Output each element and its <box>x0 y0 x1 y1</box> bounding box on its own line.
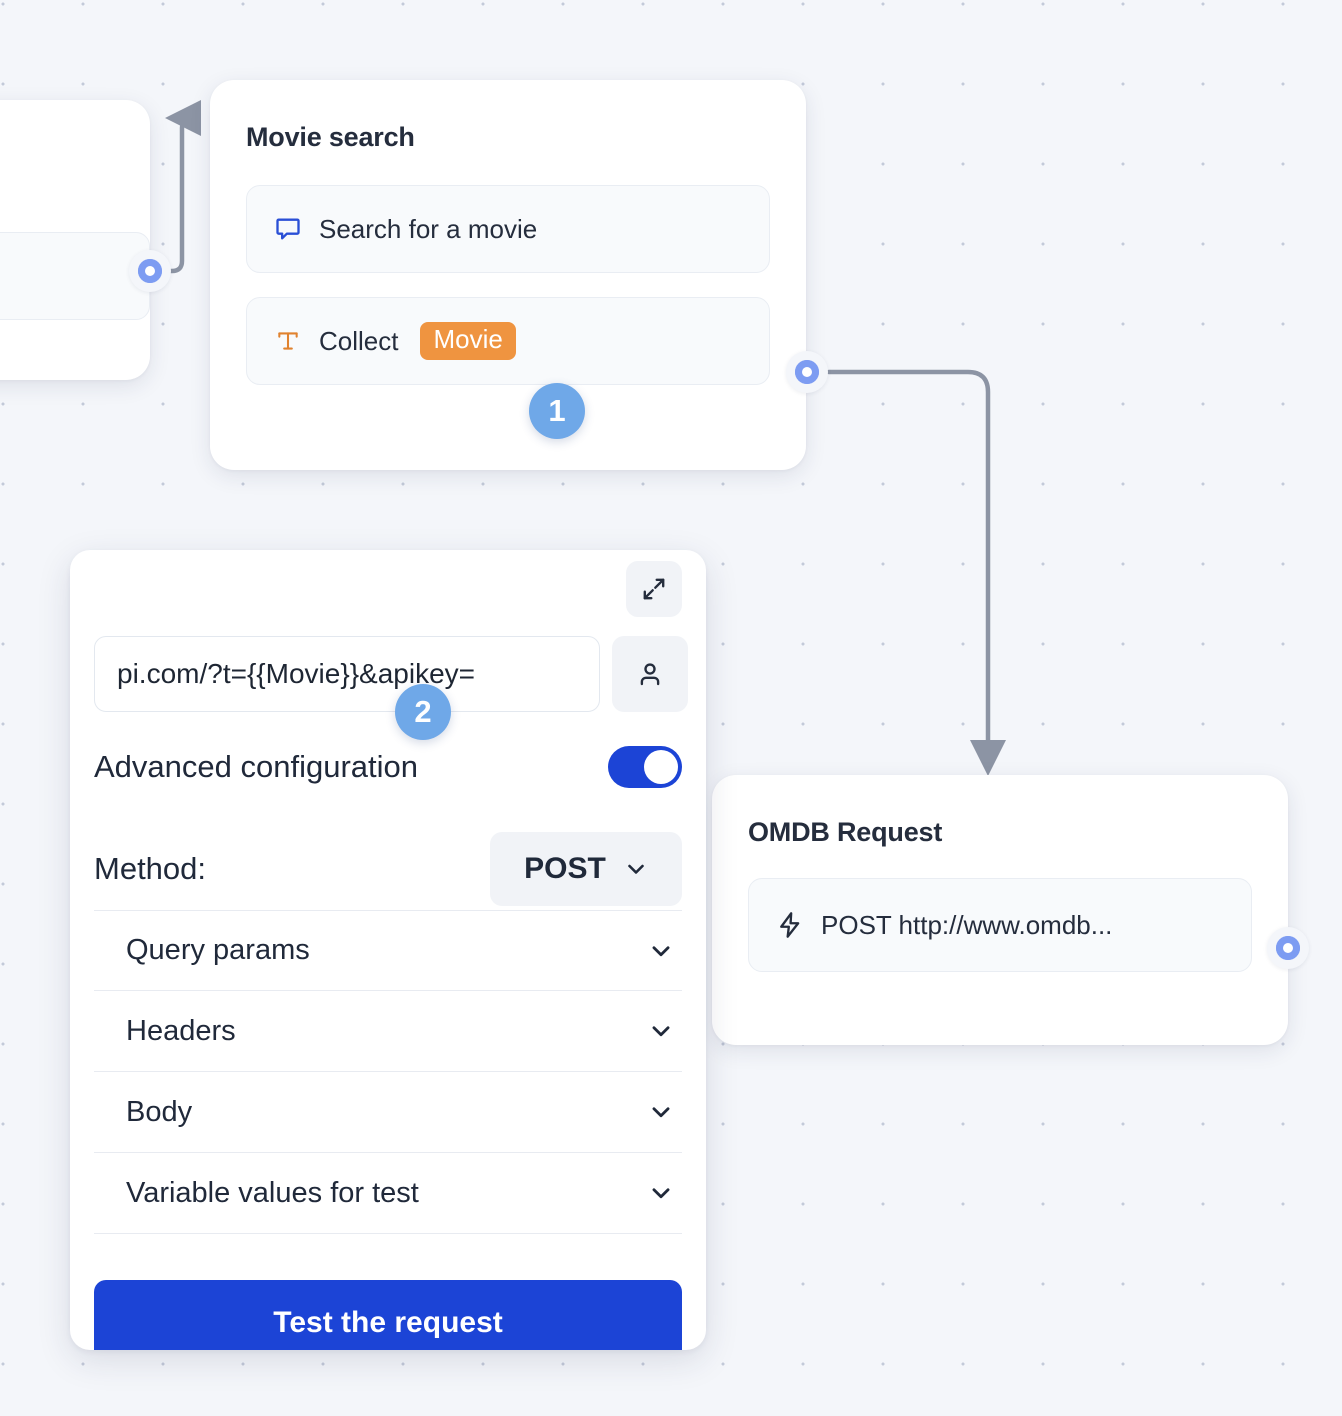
section-label: Query params <box>126 934 310 966</box>
section-headers[interactable]: Headers <box>94 991 682 1072</box>
expand-diagonal-icon <box>641 576 667 602</box>
configuration-sections: Query params Headers Body <box>94 910 682 1234</box>
method-value: POST <box>524 852 606 885</box>
test-the-request-button[interactable]: Test the request <box>94 1280 682 1350</box>
node-row-post-request[interactable]: POST http://www.omdb... <box>748 878 1252 972</box>
advanced-configuration-toggle[interactable] <box>608 746 682 788</box>
advanced-configuration-label: Advanced configuration <box>94 749 419 784</box>
method-label: Method: <box>94 851 207 886</box>
method-select[interactable]: POST <box>490 832 682 906</box>
variable-chip-movie[interactable]: Movie <box>420 322 516 360</box>
node-row-search-for-a-movie[interactable]: Search for a movie <box>246 185 770 273</box>
connector-port-movie-search-output[interactable] <box>786 351 828 393</box>
chevron-down-icon <box>648 1099 674 1125</box>
chevron-down-icon <box>648 938 674 964</box>
step-badge-2: 2 <box>395 684 451 740</box>
toggle-knob <box>644 750 678 784</box>
text-type-icon <box>273 328 303 354</box>
section-label: Headers <box>126 1014 236 1047</box>
url-row: pi.com/?t={{Movie}}&apikey= <box>94 636 688 712</box>
advanced-configuration-row: Advanced configuration <box>94 746 682 788</box>
auth-user-button[interactable] <box>612 636 688 712</box>
request-configuration-panel[interactable]: pi.com/?t={{Movie}}&apikey= Advanced con… <box>70 550 706 1350</box>
zap-icon <box>775 911 805 939</box>
step-badge-1: 1 <box>529 383 585 439</box>
chevron-down-icon <box>648 1180 674 1206</box>
movie-search-title: Movie search <box>246 122 415 152</box>
person-icon <box>635 659 665 689</box>
section-variable-values-for-test[interactable]: Variable values for test <box>94 1153 682 1234</box>
request-url-input[interactable]: pi.com/?t={{Movie}}&apikey= <box>94 636 600 712</box>
section-label: Body <box>126 1095 193 1128</box>
connector-port-omdb-output[interactable] <box>1267 927 1309 969</box>
section-body[interactable]: Body <box>94 1072 682 1153</box>
partial-node-row[interactable] <box>0 232 150 320</box>
omdb-request-title: OMDB Request <box>748 817 943 847</box>
method-row: Method: POST <box>94 832 682 906</box>
message-square-icon <box>273 215 303 243</box>
section-query-params[interactable]: Query params <box>94 910 682 991</box>
connector-port-partial-output[interactable] <box>129 250 171 292</box>
expand-panel-button[interactable] <box>626 561 682 617</box>
movie-search-node[interactable]: Movie search Search for a movie Collect … <box>210 80 806 470</box>
node-row-label: Collect <box>319 325 399 356</box>
partial-node-card[interactable] <box>0 100 150 380</box>
chevron-down-icon <box>624 857 648 881</box>
node-row-collect-movie[interactable]: Collect Movie <box>246 297 770 385</box>
node-row-label: POST http://www.omdb... <box>821 909 1113 940</box>
node-row-label: Search for a movie <box>319 213 538 244</box>
omdb-request-node[interactable]: OMDB Request POST http://www.omdb... <box>712 775 1288 1045</box>
chevron-down-icon <box>648 1018 674 1044</box>
section-label: Variable values for test <box>126 1176 419 1209</box>
